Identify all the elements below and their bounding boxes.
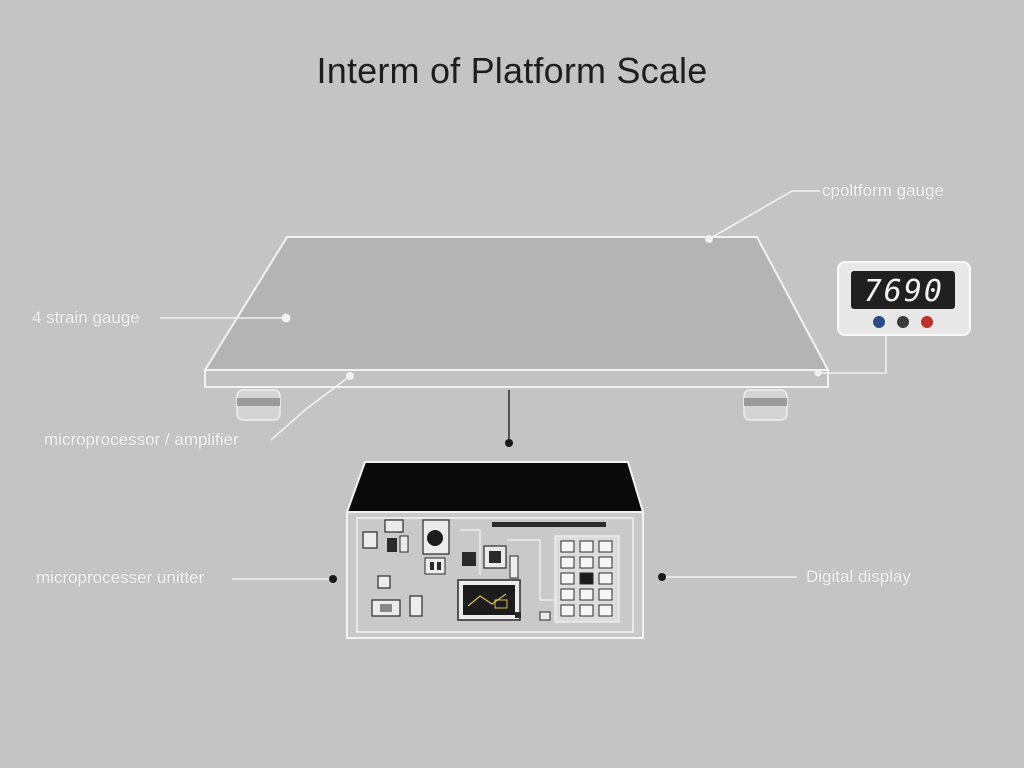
keypad-key xyxy=(598,572,613,585)
diagram-title: Interm of Platform Scale xyxy=(316,50,708,91)
label-amplifier: microprocessor / amplifier xyxy=(44,430,239,449)
scale-foot-right xyxy=(743,389,788,421)
keypad-key xyxy=(560,540,575,553)
circuit-board xyxy=(362,519,606,621)
microprocessor-dot xyxy=(329,575,337,583)
label-strain-gauge: 4 strain gauge xyxy=(32,308,140,327)
readout-button-middle-icon xyxy=(897,316,909,328)
leader-platform-gauge xyxy=(708,190,820,240)
keypad-key xyxy=(560,588,575,601)
keypad-key xyxy=(579,604,594,617)
connector-dot xyxy=(505,439,513,447)
keypad-key xyxy=(598,604,613,617)
readout-button-left-icon xyxy=(873,316,885,328)
label-microprocessor-unit: microprocesser unitter xyxy=(36,568,205,587)
keypad-key xyxy=(579,572,594,585)
keypad-key xyxy=(560,604,575,617)
digital-readout-unit: 7690 xyxy=(837,261,971,336)
electronics-enclosure xyxy=(345,461,645,639)
readout-value: 7690 xyxy=(864,274,944,309)
display-screen xyxy=(851,271,955,309)
display-cable xyxy=(818,335,887,374)
label-digital-display: Digital display xyxy=(806,567,911,586)
scale-foot-left xyxy=(236,389,281,421)
leader-amplifier xyxy=(270,375,351,441)
keypad-key xyxy=(598,588,613,601)
readout-button-right-icon xyxy=(921,316,933,328)
keypad-key xyxy=(598,540,613,553)
leader-dots xyxy=(281,235,822,380)
keypad-key xyxy=(560,572,575,585)
keypad xyxy=(554,535,620,623)
label-platform-gauge: cpoltform gauge xyxy=(822,181,944,200)
keypad-key xyxy=(598,556,613,569)
keypad-key xyxy=(579,540,594,553)
keypad-key xyxy=(579,588,594,601)
weighing-platform xyxy=(203,236,830,388)
keypad-key xyxy=(560,556,575,569)
keypad-key xyxy=(579,556,594,569)
display-dot xyxy=(658,573,666,581)
leader-lines xyxy=(160,190,887,580)
